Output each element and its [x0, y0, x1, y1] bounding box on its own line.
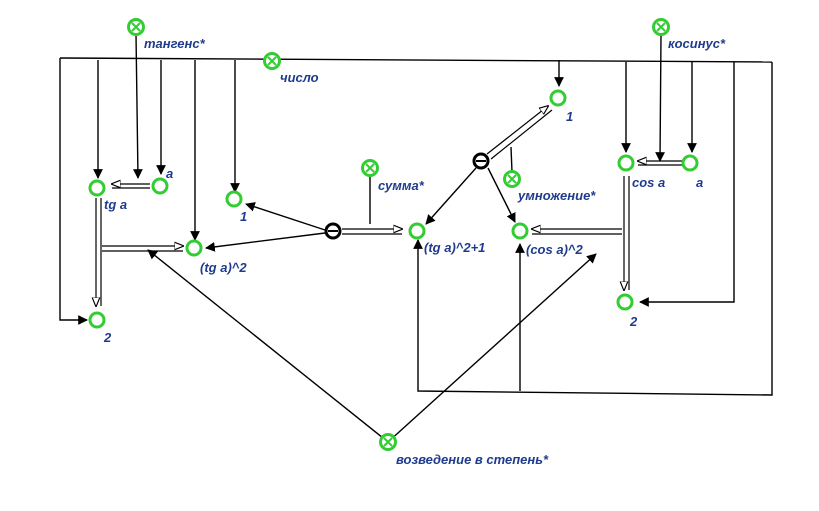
edge-hub2-to-tgsqplus: [425, 167, 477, 225]
relation-nodes: [127, 18, 670, 451]
a-right-label: a: [696, 175, 703, 190]
labels: тангенс* число косинус* 1 сумма* умножен…: [103, 36, 726, 467]
number-label: число: [280, 70, 319, 85]
edge-power-to-tgsq: [147, 249, 389, 443]
hub-multiply-icon[interactable]: [472, 152, 490, 170]
edge-tangent-to-a: [132, 33, 143, 179]
cossq-label: (cos a)^2: [526, 242, 583, 257]
multiply-node-icon[interactable]: [503, 170, 521, 188]
edge-hub1-to-one: [245, 202, 326, 231]
tga-label: tg a: [104, 197, 127, 212]
one-left-label: 1: [240, 209, 247, 224]
edge-hub1-to-tgsq: [205, 232, 326, 252]
tangent-label: тангенс*: [144, 36, 206, 51]
edge-frame-top: [59, 57, 773, 63]
two-left-node-icon[interactable]: [88, 311, 106, 329]
edge-top-to-two-right: [639, 62, 735, 307]
edge-cosine-to-a: [655, 33, 665, 162]
power-label: возведение в степень*: [396, 452, 549, 467]
two-left-label: 2: [103, 330, 112, 345]
cossq-node-icon[interactable]: [511, 222, 529, 240]
hub-nodes: [324, 152, 490, 240]
edge-hub2-to-cossq: [487, 167, 516, 223]
tga-node-icon[interactable]: [88, 179, 106, 197]
edge-frame-right: [413, 62, 773, 396]
edge-frame-left: [59, 58, 88, 325]
a-left-node-icon[interactable]: [151, 177, 169, 195]
dbl-hub2b-to-one: [490, 109, 553, 160]
dbl-hub2-to-one: [486, 106, 548, 155]
two-right-node-icon[interactable]: [616, 293, 634, 311]
tgsq-label: (tg a)^2: [200, 260, 247, 275]
cosine-node-icon[interactable]: [652, 18, 670, 36]
concept-nodes: [88, 89, 699, 329]
two-right-label: 2: [629, 314, 638, 329]
multiply-label: умножение*: [517, 188, 596, 203]
power-node-icon[interactable]: [379, 433, 397, 451]
one-left-node-icon[interactable]: [225, 190, 243, 208]
cosa-node-icon[interactable]: [617, 154, 635, 172]
cosa-label: cos a: [632, 175, 665, 190]
double-edges: [96, 106, 683, 306]
one-right-node-icon[interactable]: [549, 89, 567, 107]
a-right-node-icon[interactable]: [681, 154, 699, 172]
hub-sum-icon[interactable]: [324, 222, 342, 240]
sum-label: сумма*: [378, 178, 425, 193]
one-right-label: 1: [566, 109, 573, 124]
tangent-node-icon[interactable]: [127, 18, 145, 36]
cosine-label: косинус*: [668, 36, 726, 51]
sum-node-icon[interactable]: [361, 159, 379, 177]
number-node-icon[interactable]: [263, 52, 281, 70]
tgsqplus-label: (tg a)^2+1: [424, 240, 485, 255]
edges: [59, 33, 773, 443]
tgsqplus-node-icon[interactable]: [408, 222, 426, 240]
edge-mult-to-hub2: [510, 146, 513, 173]
edge-power-to-cossq: [387, 253, 597, 443]
tgsq-node-icon[interactable]: [185, 239, 203, 257]
a-left-label: a: [166, 166, 173, 181]
